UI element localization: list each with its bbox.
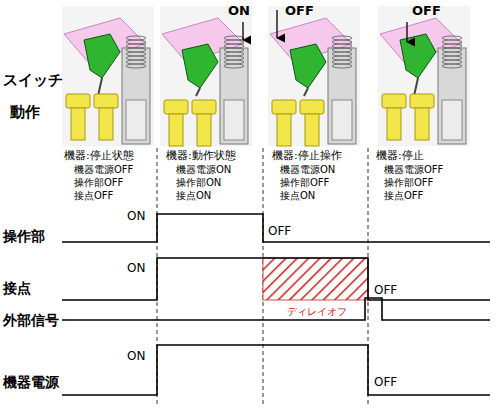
level-label: OFF	[374, 376, 397, 390]
signal-name: 操作部	[3, 228, 45, 244]
level-label: ON	[127, 210, 145, 224]
row-heading: スイッチ	[3, 72, 63, 89]
state-item: 操作部OFF	[384, 177, 433, 189]
signal-wave	[62, 258, 490, 300]
signal-wave	[62, 345, 490, 395]
state-title: 機器:停止操作	[272, 150, 342, 163]
state-title: 機器:動作状態	[166, 150, 236, 163]
action-label: ON	[228, 4, 250, 19]
state-item: 接点OFF	[384, 190, 423, 202]
signal-wave	[62, 298, 490, 320]
state-item: 接点ON	[280, 190, 315, 202]
level-label: ON	[127, 350, 145, 364]
signal-name: 機器電源	[3, 374, 59, 390]
level-label: OFF	[268, 225, 291, 239]
delay-hatch	[263, 258, 368, 300]
state-item: 機器電源ON	[176, 164, 231, 176]
switch-illustration	[268, 6, 360, 146]
row-heading: 動作	[10, 104, 40, 121]
signal-name: 外部信号	[3, 312, 59, 328]
state-title: 機器:停止状態	[64, 150, 134, 163]
state-item: 接点OFF	[74, 190, 113, 202]
state-item: 機器電源ON	[280, 164, 335, 176]
switch-illustration	[160, 6, 252, 146]
signal-name: 接点	[3, 280, 31, 296]
state-item: 操作部OFF	[280, 177, 329, 189]
switch-illustration	[62, 6, 154, 146]
state-item: 機器電源OFF	[74, 164, 133, 176]
signal-wave	[62, 214, 490, 242]
level-label: ON	[127, 262, 145, 276]
action-label: OFF	[285, 4, 314, 19]
delay-label: ディレイオフ	[287, 306, 347, 318]
state-title: 機器:停止	[376, 150, 424, 163]
level-label: OFF	[374, 284, 397, 298]
state-item: 接点ON	[176, 190, 211, 202]
state-item: 操作部ON	[176, 177, 221, 189]
action-label: OFF	[412, 4, 441, 19]
state-item: 操作部OFF	[74, 177, 123, 189]
state-item: 機器電源OFF	[384, 164, 443, 176]
switch-illustration	[378, 6, 470, 146]
